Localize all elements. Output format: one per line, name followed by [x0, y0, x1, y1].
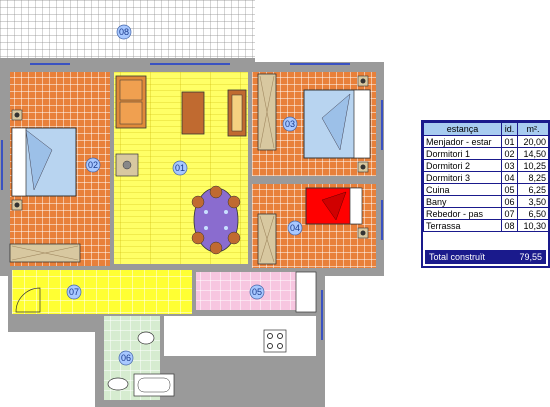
room-name: Terrassa: [423, 219, 502, 232]
room-area: 10,25: [517, 159, 549, 172]
room-menjador-estar: 01: [114, 72, 248, 264]
room-id: 04: [501, 171, 518, 184]
svg-text:08: 08: [119, 27, 129, 37]
room-id: 05: [501, 183, 518, 196]
room-id: 02: [501, 147, 518, 160]
svg-text:04: 04: [290, 223, 300, 233]
legend-row: Dormitori 3 04 8,25: [423, 171, 549, 184]
legend-table: estança id. m². Menjador - estar 01 20,0…: [423, 122, 549, 232]
room-area: 14,50: [517, 147, 549, 160]
sink: [295, 271, 317, 313]
room-number-badge: [282, 116, 298, 132]
legend-row: Menjador - estar 01 20,00: [423, 135, 549, 148]
svg-text:03: 03: [285, 119, 295, 129]
total-value: 79,55: [519, 252, 542, 262]
toilet: [137, 331, 155, 345]
legend-row: Bany 06 3,50: [423, 195, 549, 208]
room-dormitori-1: 02: [9, 72, 110, 266]
legend-row: Rebedor - pas 07 6,50: [423, 207, 549, 220]
washbasin: [107, 377, 129, 391]
svg-text:07: 07: [69, 287, 79, 297]
legend-row: Cuina 05 6,25: [423, 183, 549, 196]
legend-header-room: estança: [423, 122, 502, 136]
room-cuina: 05: [164, 271, 317, 356]
room-area: 20,00: [517, 135, 549, 148]
svg-text:06: 06: [121, 353, 131, 363]
room-rebedor-pas: 07: [12, 270, 192, 314]
room-name: Dormitori 1: [423, 147, 502, 160]
room-area-legend: estança id. m². Menjador - estar 01 20,0…: [421, 120, 550, 268]
legend-total-row: Total construït 79,55: [425, 250, 546, 264]
room-area: 8,25: [517, 171, 549, 184]
room-number-badge: [116, 24, 132, 40]
room-name: Cuina: [423, 183, 502, 196]
room-number-badge: [287, 220, 303, 236]
legend-header-row: estança id. m².: [423, 122, 549, 136]
legend-header-area: m².: [517, 122, 549, 136]
room-id: 08: [501, 219, 518, 232]
coffee-table: [181, 91, 205, 135]
room-name: Bany: [423, 195, 502, 208]
room-number-badge: [118, 350, 134, 366]
room-bany: 06: [104, 316, 175, 400]
room-area: 6,50: [517, 207, 549, 220]
legend-row: Terrassa 08 10,30: [423, 219, 549, 232]
door-swing: [15, 287, 41, 313]
room-name: Rebedor - pas: [423, 207, 502, 220]
room-number-badge: [66, 284, 82, 300]
room-number-badge: [249, 284, 265, 300]
room-number-badge: [85, 157, 101, 173]
room-number-badge: [172, 160, 188, 176]
legend-row: Dormitori 2 03 10,25: [423, 159, 549, 172]
svg-text:05: 05: [252, 287, 262, 297]
room-dormitori-3: 04: [252, 184, 376, 268]
legend-row: Dormitori 1 02 14,50: [423, 147, 549, 160]
stove: [263, 329, 287, 353]
room-id: 07: [501, 207, 518, 220]
room-name: Menjador - estar: [423, 135, 502, 148]
room-area: 6,25: [517, 183, 549, 196]
room-area: 10,30: [517, 219, 549, 232]
room-area: 3,50: [517, 195, 549, 208]
room-name: Dormitori 3: [423, 171, 502, 184]
windows: [1, 63, 383, 340]
room-name: Dormitori 2: [423, 159, 502, 172]
legend-header-id: id.: [501, 122, 518, 136]
room-id: 03: [501, 159, 518, 172]
room-id: 01: [501, 135, 518, 148]
total-label: Total construït: [429, 252, 486, 262]
room-id: 06: [501, 195, 518, 208]
room-dormitori-2: 03: [252, 72, 376, 176]
svg-text:01: 01: [175, 163, 185, 173]
svg-text:02: 02: [88, 160, 98, 170]
